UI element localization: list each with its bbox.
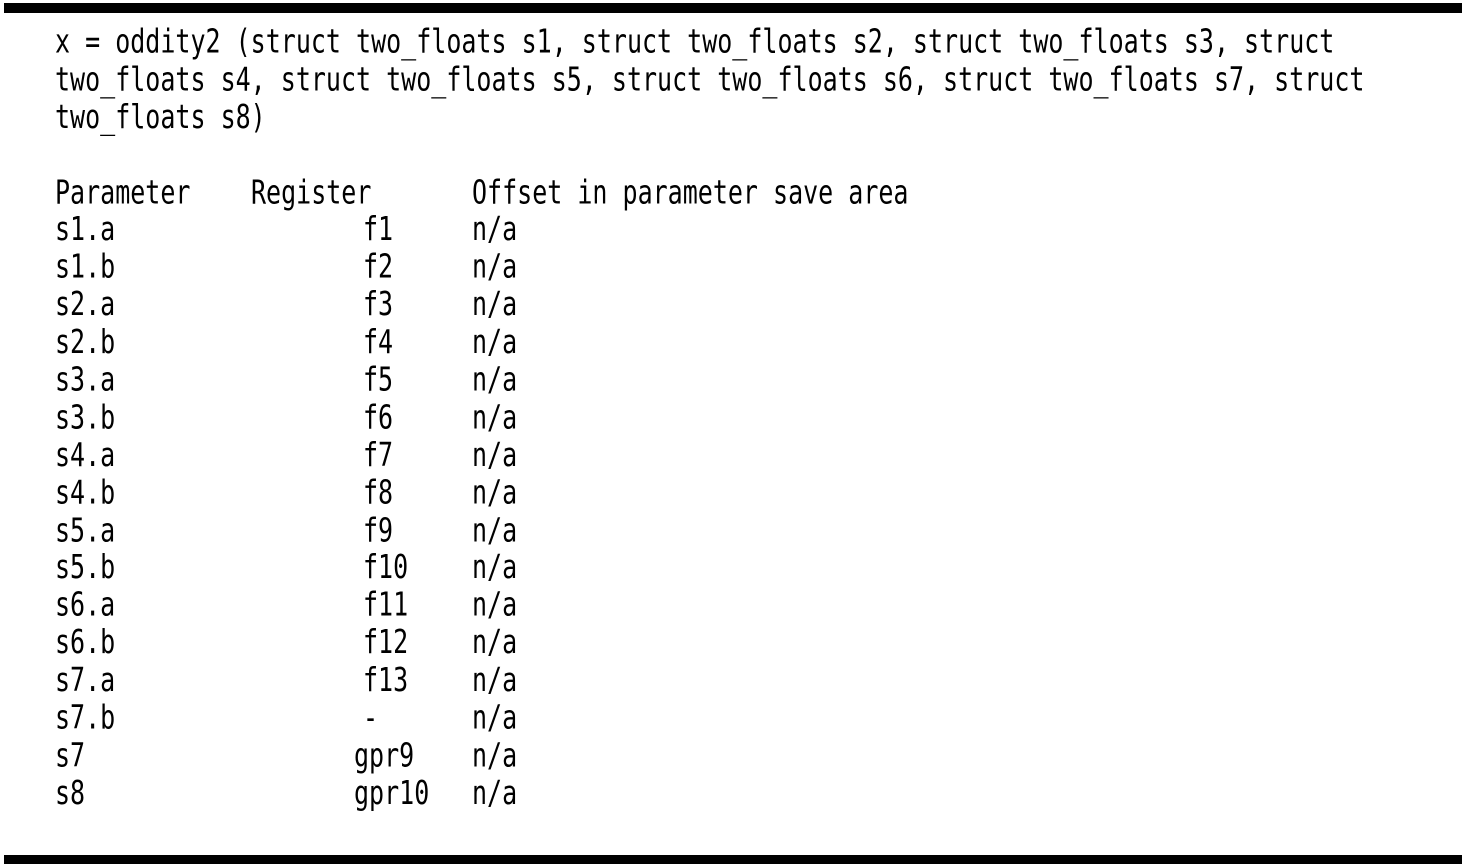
register-cell: f11 (363, 586, 409, 624)
table-row: s1.b f2 n/a (55, 248, 1455, 287)
register-cell: f7 (363, 435, 394, 474)
offset-cell: n/a (472, 473, 518, 512)
register-cell: f6 (363, 398, 394, 436)
parameter-cell: s4.a (55, 435, 116, 474)
table-header-register: Register (251, 172, 372, 211)
table-row: s1.a f1 n/a (55, 210, 1455, 250)
table-header-row: Parameter Register Offset in parameter s… (55, 172, 1455, 212)
register-cell: f12 (363, 623, 409, 662)
blank-line (55, 137, 1455, 175)
table-row: s6.b f12 n/a (55, 623, 1455, 663)
table-row: s7.a f13 n/a (55, 661, 1455, 700)
register-cell: f1 (363, 210, 394, 249)
register-cell: f4 (363, 323, 394, 361)
offset-cell: n/a (472, 360, 518, 399)
offset-cell: n/a (472, 510, 518, 549)
table-row: s8 gpr10 n/a (55, 773, 1455, 813)
register-cell: f3 (363, 285, 394, 324)
offset-cell: n/a (472, 248, 518, 286)
table-row: s2.a f3 n/a (55, 285, 1455, 325)
register-cell: f10 (363, 548, 409, 587)
register-cell: gpr9 (354, 736, 415, 774)
parameter-cell: s2.a (55, 285, 116, 324)
table-row: s5.b f10 n/a (55, 548, 1455, 588)
parameter-table: Parameter Register Offset in parameter s… (55, 172, 1455, 813)
parameter-cell: s7.b (55, 698, 116, 737)
table-row: s4.a f7 n/a (55, 435, 1455, 475)
register-cell: f9 (363, 510, 394, 549)
offset-cell: n/a (472, 398, 518, 436)
offset-cell: n/a (472, 623, 518, 662)
offset-cell: n/a (472, 736, 518, 774)
table-header-offset: Offset in parameter save area (472, 172, 909, 211)
parameter-cell: s5.b (55, 548, 116, 587)
table-row: s7.b - n/a (55, 698, 1455, 738)
parameter-cell: s2.b (55, 323, 116, 361)
table-row: s6.a f11 n/a (55, 586, 1455, 625)
register-cell: f8 (363, 473, 394, 512)
parameter-cell: s5.a (55, 510, 116, 549)
offset-cell: n/a (472, 323, 518, 361)
bottom-rule (4, 855, 1462, 864)
top-rule (4, 3, 1462, 13)
offset-cell: n/a (472, 285, 518, 324)
table-row: s7 gpr9 n/a (55, 736, 1455, 776)
parameter-cell: s1.a (55, 210, 116, 249)
register-cell: gpr10 (354, 773, 430, 812)
table-header-parameter: Parameter (55, 172, 191, 211)
offset-cell: n/a (472, 586, 518, 624)
code-line: two_floats s4, struct two_floats s5, str… (55, 60, 1365, 98)
offset-cell: n/a (472, 548, 518, 587)
offset-cell: n/a (472, 698, 518, 737)
table-row: s3.a f5 n/a (55, 360, 1455, 400)
table-row: s4.b f8 n/a (55, 473, 1455, 513)
parameter-cell: s3.b (55, 398, 116, 436)
code-line: x = oddity2 (struct two_floats s1, struc… (55, 22, 1335, 61)
register-cell: f2 (363, 248, 394, 286)
table-row: s5.a f9 n/a (55, 510, 1455, 550)
table-row: s2.b f4 n/a (55, 323, 1455, 362)
table-row: s3.b f6 n/a (55, 398, 1455, 438)
parameter-cell: s8 (55, 773, 86, 812)
register-cell: f5 (363, 360, 394, 399)
offset-cell: n/a (472, 435, 518, 474)
parameter-cell: s6.b (55, 623, 116, 662)
parameter-cell: s4.b (55, 473, 116, 512)
parameter-cell: s1.b (55, 248, 116, 286)
parameter-cell: s3.a (55, 360, 116, 399)
parameter-cell: s7 (55, 736, 86, 774)
code-line: two_floats s8) (55, 97, 266, 136)
page-content: x = oddity2 (struct two_floats s1, struc… (55, 22, 1455, 813)
offset-cell: n/a (472, 661, 518, 699)
function-signature: x = oddity2 (struct two_floats s1, struc… (55, 22, 1455, 137)
register-cell: f13 (363, 661, 409, 699)
offset-cell: n/a (472, 773, 518, 812)
register-cell: - (363, 698, 379, 737)
parameter-cell: s7.a (55, 661, 116, 699)
offset-cell: n/a (472, 210, 518, 249)
parameter-cell: s6.a (55, 586, 116, 624)
